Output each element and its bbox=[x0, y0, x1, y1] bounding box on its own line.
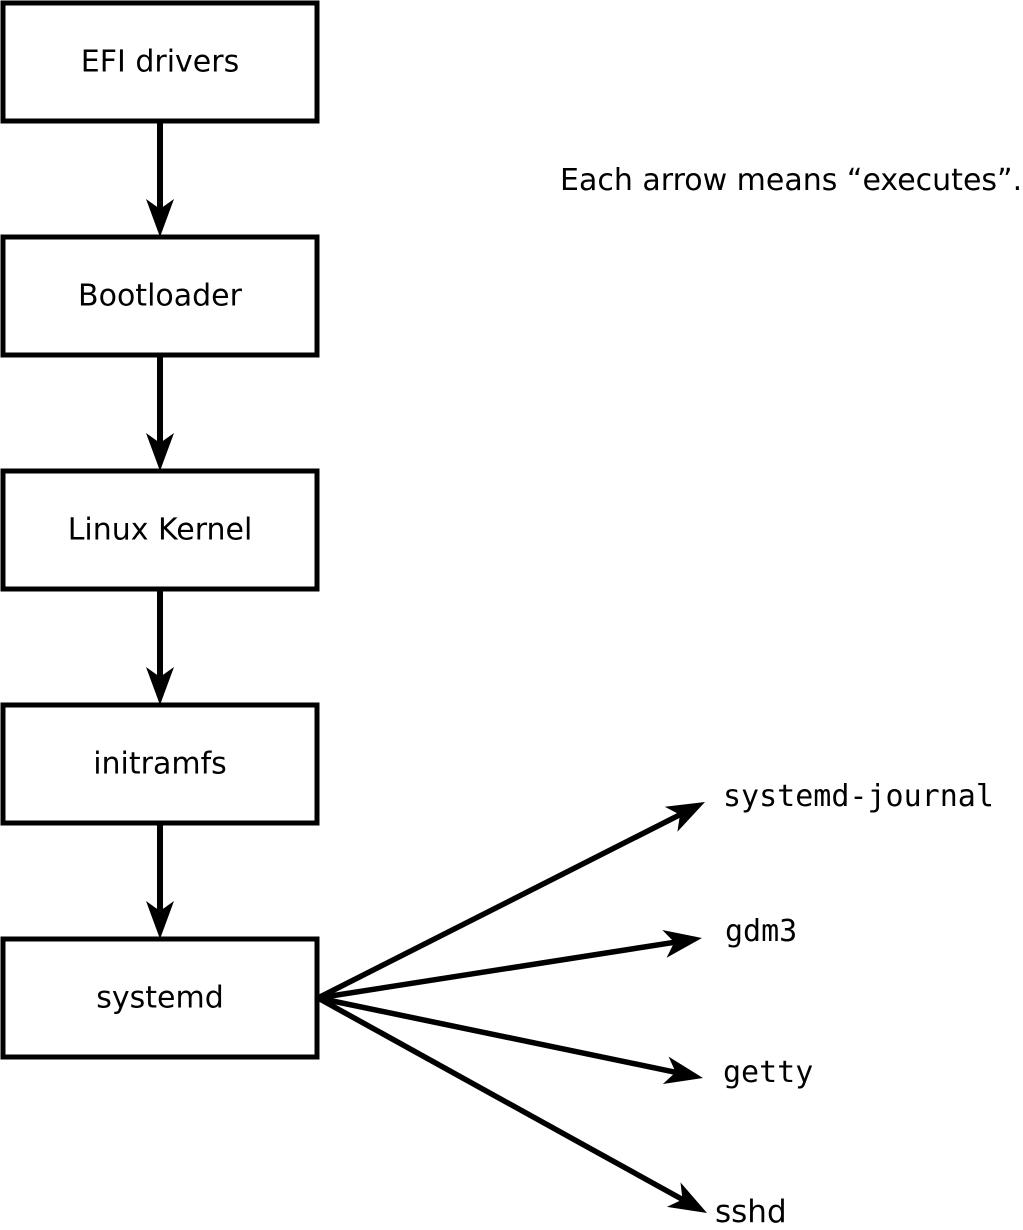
box-initramfs: initramfs bbox=[0, 702, 320, 826]
arrow-systemd-to-journal-shaft bbox=[316, 812, 682, 1001]
arrow-efi-to-bootloader-head bbox=[146, 199, 174, 237]
arrow-kernel-to-initramfs bbox=[146, 589, 174, 705]
arrow-initramfs-to-systemd-head bbox=[146, 901, 174, 939]
arrow-systemd-to-sshd-shaft bbox=[316, 995, 684, 1202]
box-bootloader-label: Bootloader bbox=[78, 279, 243, 314]
arrow-systemd-to-getty-shaft bbox=[317, 995, 677, 1075]
box-linux-kernel: Linux Kernel bbox=[0, 468, 320, 592]
arrow-legend-note: Each arrow means “executes”. bbox=[560, 163, 1022, 198]
arrow-systemd-to-gdm3-head bbox=[662, 930, 702, 958]
arrow-efi-to-bootloader bbox=[146, 121, 174, 237]
box-systemd-rect bbox=[0, 936, 320, 1060]
arrow-systemd-to-getty bbox=[317, 995, 703, 1084]
arrow-kernel-to-initramfs-head bbox=[146, 667, 174, 705]
arrow-systemd-to-journal-head bbox=[664, 802, 705, 832]
label-gdm3: gdm3 bbox=[725, 914, 797, 949]
box-bootloader: Bootloader bbox=[0, 234, 320, 358]
box-efi-drivers: EFI drivers bbox=[0, 0, 320, 124]
box-efi-drivers-rect bbox=[0, 0, 320, 124]
arrow-systemd-to-sshd-head bbox=[666, 1182, 707, 1213]
arrow-bootloader-to-kernel-head bbox=[146, 433, 174, 471]
arrow-initramfs-to-systemd bbox=[146, 823, 174, 939]
box-linux-kernel-label: Linux Kernel bbox=[68, 513, 253, 548]
arrow-systemd-to-gdm3-shaft bbox=[317, 939, 675, 1001]
arrow-systemd-to-sshd bbox=[316, 995, 707, 1213]
arrow-bootloader-to-kernel bbox=[146, 355, 174, 471]
box-initramfs-label: initramfs bbox=[93, 747, 227, 782]
box-initramfs-rect bbox=[0, 702, 320, 826]
box-systemd-label: systemd bbox=[96, 981, 224, 1016]
box-efi-drivers-label: EFI drivers bbox=[81, 45, 239, 80]
box-bootloader-rect bbox=[0, 234, 320, 358]
arrow-systemd-to-getty-head bbox=[662, 1056, 703, 1084]
label-systemd-journal: systemd-journal bbox=[723, 779, 994, 814]
label-getty: getty bbox=[723, 1055, 813, 1090]
box-systemd: systemd bbox=[0, 936, 320, 1060]
arrow-systemd-to-journal bbox=[316, 802, 705, 1001]
arrow-systemd-to-gdm3 bbox=[317, 930, 702, 1001]
label-sshd: sshd bbox=[715, 1194, 787, 1230]
